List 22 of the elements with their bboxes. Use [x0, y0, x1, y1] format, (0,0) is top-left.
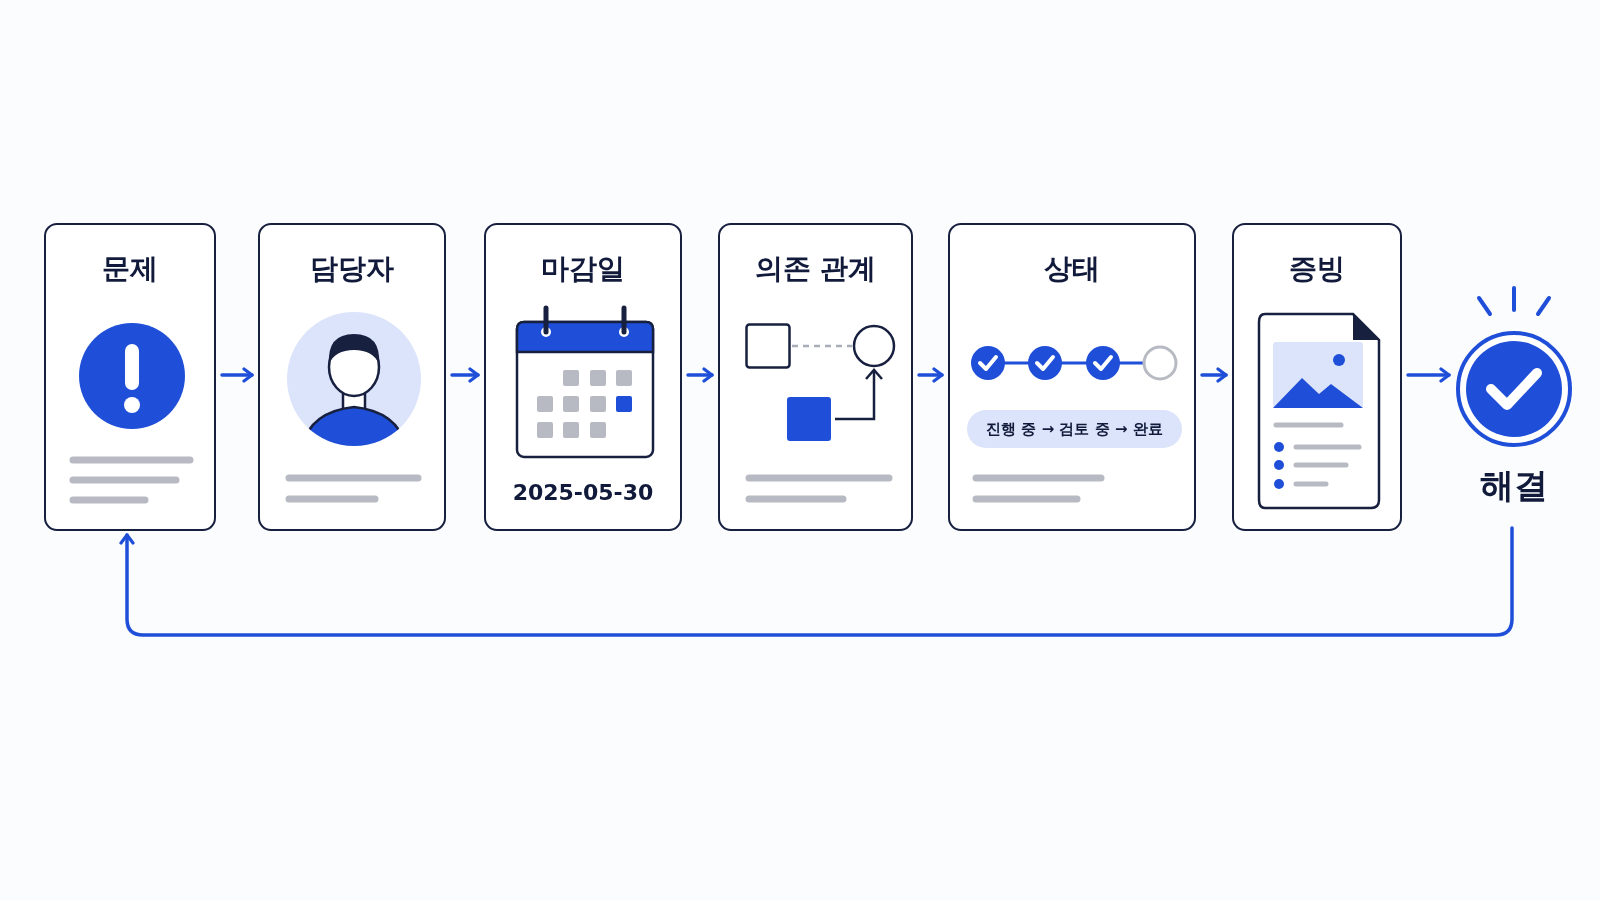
feedback-arrow: [119, 526, 1514, 637]
arrow: [220, 367, 254, 383]
step-card: [44, 223, 216, 531]
arrow: [917, 367, 944, 383]
arrow: [1406, 367, 1451, 383]
resolution-label: 해결: [1480, 465, 1548, 505]
step-title: 의존 관계: [754, 251, 877, 287]
step-card: [258, 223, 446, 531]
step-title: 증빙: [1289, 251, 1345, 287]
arrow: [686, 367, 714, 383]
step-title: 상태: [1044, 251, 1100, 287]
status-pill: 진행 중 → 검토 중 → 완료: [967, 410, 1182, 448]
arrow: [1200, 367, 1228, 383]
step-title: 문제: [102, 251, 158, 287]
arrow: [450, 367, 480, 383]
step-card: [718, 223, 913, 531]
step-card: [1232, 223, 1402, 531]
step-card: [948, 223, 1196, 531]
step-title: 담당자: [310, 251, 394, 287]
step-card: [484, 223, 682, 531]
date-text: 2025-05-30: [512, 479, 654, 507]
step-title: 마감일: [541, 251, 625, 287]
